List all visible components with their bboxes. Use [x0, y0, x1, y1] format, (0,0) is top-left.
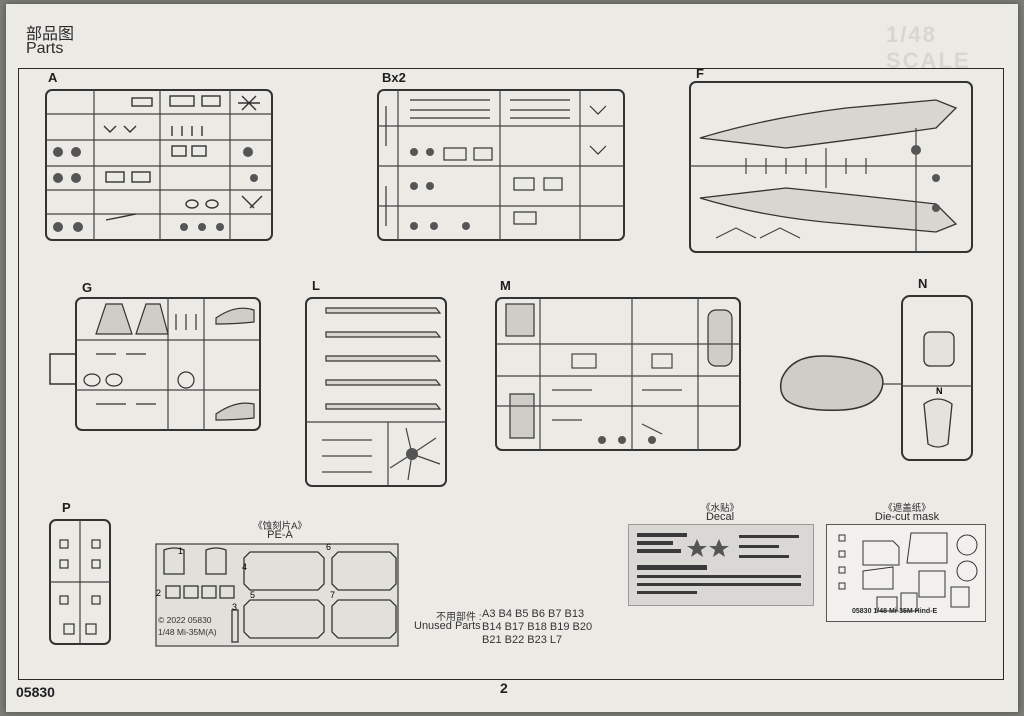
pe-part-5: 5: [250, 590, 256, 600]
sprue-b: [374, 86, 628, 244]
page-title-cn: 部品图: [26, 26, 75, 43]
pe-part-6: 6: [326, 542, 332, 552]
pe-label-cn: 《蚀刻片A》: [253, 521, 307, 532]
sprue-p: [46, 516, 114, 648]
sprue-n-marker: N: [936, 386, 943, 396]
decal-sheet: [628, 524, 814, 606]
sprue-l: [302, 294, 450, 490]
pe-fret: 1 2 3 4 5 6 7: [150, 540, 404, 650]
page-title-en: Parts: [26, 40, 64, 57]
sprue-n: N: [776, 292, 976, 464]
decal-label-en: Decal: [705, 511, 735, 523]
sprue-label-g: G: [82, 280, 93, 295]
sprue-label-m: M: [500, 278, 511, 293]
product-code: 05830: [16, 684, 55, 700]
parts-frame: [18, 68, 1004, 680]
sprue-m: [492, 294, 744, 454]
pe-part-7: 7: [330, 590, 336, 600]
unused-parts-list: A3 B4 B5 B6 B7 B13 B14 B17 B18 B19 B20 B…: [482, 608, 593, 646]
instruction-sheet: 部品图 Parts 1/48 SCALE A: [6, 4, 1018, 712]
pe-label-en: PE-A: [267, 529, 293, 541]
page-number: 2: [500, 680, 508, 696]
sprue-label-f: F: [696, 66, 704, 81]
sprue-label-l: L: [312, 278, 320, 293]
pe-copyright: © 2022 05830 1/48 Mi-35M(A): [158, 615, 217, 637]
mask-sheet: [826, 524, 986, 622]
sprue-label-n: N: [918, 276, 928, 291]
unused-label-en: Unused Parts: [414, 620, 481, 632]
pe-part-1: 1: [178, 546, 184, 556]
bleed-through-text: 1/48 SCALE: [886, 22, 971, 73]
sprue-label-p: P: [62, 500, 71, 515]
sprue-label-a: A: [48, 70, 58, 85]
mask-label-cn: 《遮盖纸》: [883, 503, 931, 514]
sprue-g: [46, 294, 264, 434]
pe-part-4: 4: [242, 562, 248, 572]
sprue-label-b: Bx2: [382, 70, 406, 85]
sprue-f: [686, 78, 976, 256]
mask-footer: 05830 1/48 Mi-35M Hind-E: [852, 608, 938, 615]
mask-label-en: Die-cut mask: [874, 511, 940, 523]
pe-part-2: 2: [156, 588, 162, 598]
pe-part-3: 3: [232, 602, 238, 612]
unused-label-cn: 不用部件 :: [436, 612, 482, 623]
sprue-a: [42, 86, 276, 244]
decal-label-cn: 《水贴》: [700, 503, 739, 514]
